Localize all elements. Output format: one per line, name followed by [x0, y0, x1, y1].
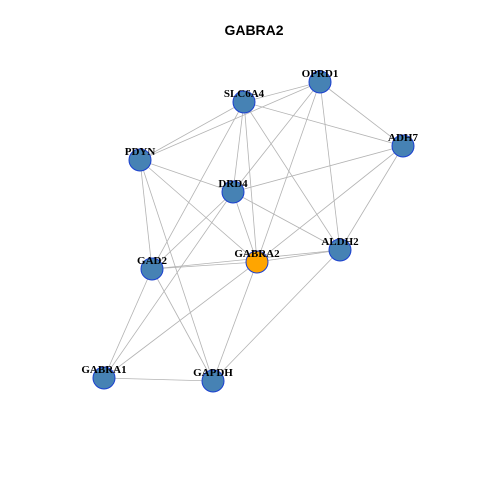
edge-layer [103, 81, 404, 382]
edge-slc6a4-adh7 [243, 101, 404, 147]
node-label-drd4: DRD4 [218, 178, 248, 190]
node-drd4[interactable] [221, 180, 245, 204]
node-gabra1[interactable] [92, 366, 116, 390]
edge-drd4-gad2 [151, 191, 234, 270]
edge-oprd1-gabra2 [256, 81, 321, 263]
edge-oprd1-pdyn [139, 81, 321, 161]
node-label-adh7: ADH7 [388, 132, 418, 144]
edge-pdyn-gabra2 [139, 159, 258, 263]
node-adh7[interactable] [391, 134, 415, 158]
edge-pdyn-gapdh [139, 159, 214, 382]
node-label-gabra1: GABRA1 [81, 364, 126, 376]
edge-adh7-gabra2 [256, 145, 404, 263]
edge-drd4-aldh2 [232, 191, 341, 251]
node-label-gad2: GAD2 [137, 255, 167, 267]
edge-drd4-gabra2 [232, 191, 258, 263]
node-label-gabra2: GABRA2 [234, 248, 280, 260]
edge-gad2-gapdh [151, 268, 214, 382]
diagram-title: GABRA2 [224, 22, 283, 38]
edge-adh7-aldh2 [339, 145, 404, 251]
node-aldh2[interactable] [328, 238, 352, 262]
edge-gabra1-gapdh [103, 377, 214, 382]
edge-adh7-drd4 [232, 145, 404, 193]
node-gabra2[interactable] [245, 250, 269, 274]
node-slc6a4[interactable] [232, 90, 256, 114]
edge-slc6a4-pdyn [139, 101, 245, 161]
edge-oprd1-adh7 [319, 81, 404, 147]
edge-oprd1-slc6a4 [243, 81, 321, 103]
edge-gad2-gabra1 [103, 268, 153, 379]
edge-oprd1-drd4 [232, 81, 321, 193]
edge-slc6a4-drd4 [232, 101, 245, 193]
edge-gabra2-gad2 [151, 261, 258, 270]
edge-pdyn-gad2 [139, 159, 153, 270]
edge-slc6a4-gabra2 [243, 101, 258, 263]
edge-slc6a4-gad2 [151, 101, 245, 270]
edge-drd4-gabra1 [103, 191, 234, 379]
node-pdyn[interactable] [128, 148, 152, 172]
node-layer [92, 70, 415, 393]
node-label-oprd1: OPRD1 [302, 68, 339, 80]
edge-aldh2-gapdh [212, 249, 341, 382]
node-gapdh[interactable] [201, 369, 225, 393]
edge-gabra2-aldh2 [256, 249, 341, 263]
node-label-gapdh: GAPDH [193, 367, 233, 379]
node-label-aldh2: ALDH2 [321, 236, 359, 248]
node-oprd1[interactable] [308, 70, 332, 94]
node-label-slc6a4: SLC6A4 [224, 88, 265, 100]
node-gad2[interactable] [140, 257, 164, 281]
edge-pdyn-drd4 [139, 159, 234, 193]
node-label-pdyn: PDYN [125, 146, 156, 158]
edge-gabra2-gabra1 [103, 261, 258, 379]
edge-gabra2-gapdh [212, 261, 258, 382]
